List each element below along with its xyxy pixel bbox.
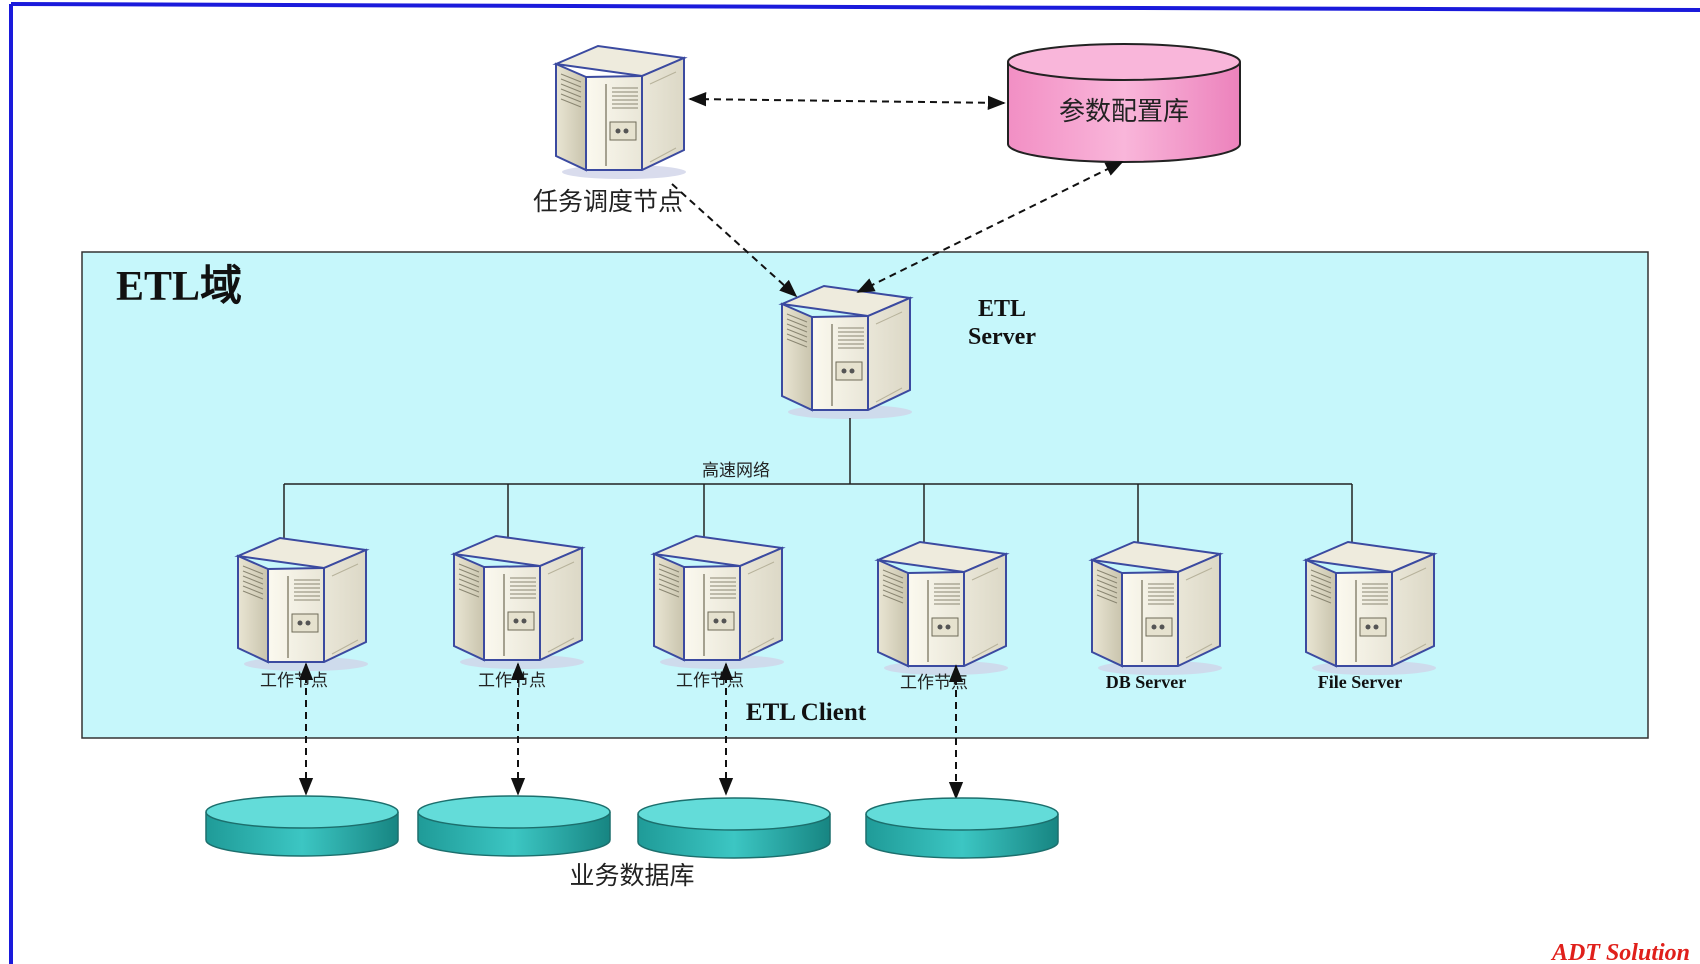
etl-domain-title: ETL域 bbox=[116, 263, 242, 310]
client-group-label: ETL Client bbox=[746, 699, 867, 726]
node-label-3: 工作节点 bbox=[676, 671, 744, 691]
scheduler-label: 任务调度节点 bbox=[533, 187, 683, 216]
etl-server-label-line1: ETL bbox=[978, 296, 1026, 322]
file-server-icon bbox=[1305, 541, 1437, 676]
frame-top-border bbox=[10, 2, 1700, 12]
network-label: 高速网络 bbox=[702, 461, 770, 481]
node-label-file-server: File Server bbox=[1318, 672, 1402, 692]
worker-node-1-icon bbox=[237, 537, 369, 672]
worker-node-4-icon bbox=[877, 541, 1009, 676]
business-db-4-icon bbox=[865, 797, 1059, 859]
config-db-label: 参数配置库 bbox=[1059, 97, 1189, 127]
config-db-cylinder-icon bbox=[1007, 43, 1241, 163]
node-label-1: 工作节点 bbox=[260, 671, 328, 691]
scheduler-server-icon bbox=[555, 45, 687, 180]
node-label-4: 工作节点 bbox=[900, 673, 968, 693]
business-db-1-icon bbox=[205, 795, 399, 857]
node-label-2: 工作节点 bbox=[478, 671, 546, 691]
node-label-db-server: DB Server bbox=[1106, 672, 1186, 692]
db-server-icon bbox=[1091, 541, 1223, 676]
etl-server-label-line2: Server bbox=[968, 324, 1036, 350]
business-db-3-icon bbox=[637, 797, 831, 859]
node-db-links bbox=[298, 662, 964, 800]
scheduler-config-link bbox=[688, 92, 1006, 110]
network-drops bbox=[283, 484, 1353, 544]
scheduler-etl-link bbox=[671, 183, 798, 298]
etl-server-icon bbox=[781, 285, 913, 420]
worker-node-2-icon bbox=[453, 535, 585, 670]
config-etl-link bbox=[856, 161, 1124, 293]
worker-node-3-icon bbox=[653, 535, 785, 670]
business-db-label: 业务数据库 bbox=[569, 861, 694, 890]
brand-text: ADT Solution bbox=[1550, 940, 1690, 964]
business-db-2-icon bbox=[417, 795, 611, 857]
